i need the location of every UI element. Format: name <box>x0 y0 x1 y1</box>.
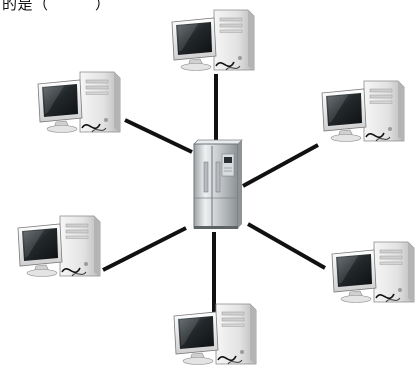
desktop-computer-icon <box>17 215 101 278</box>
link-lower-left <box>102 226 187 272</box>
link-lower-right <box>247 222 326 270</box>
desktop-computer-icon <box>173 303 257 366</box>
desktop-computer-icon <box>331 241 415 304</box>
network-links <box>102 74 326 312</box>
desktop-computer-icon <box>171 9 255 72</box>
question-caption: 的是（ ） <box>2 0 111 13</box>
desktop-computer-icon <box>321 80 405 143</box>
desktop-computer-icon <box>37 71 121 134</box>
link-upper-left <box>124 118 193 154</box>
link-upper-right <box>242 143 319 188</box>
server-cabinet-icon <box>193 139 243 229</box>
